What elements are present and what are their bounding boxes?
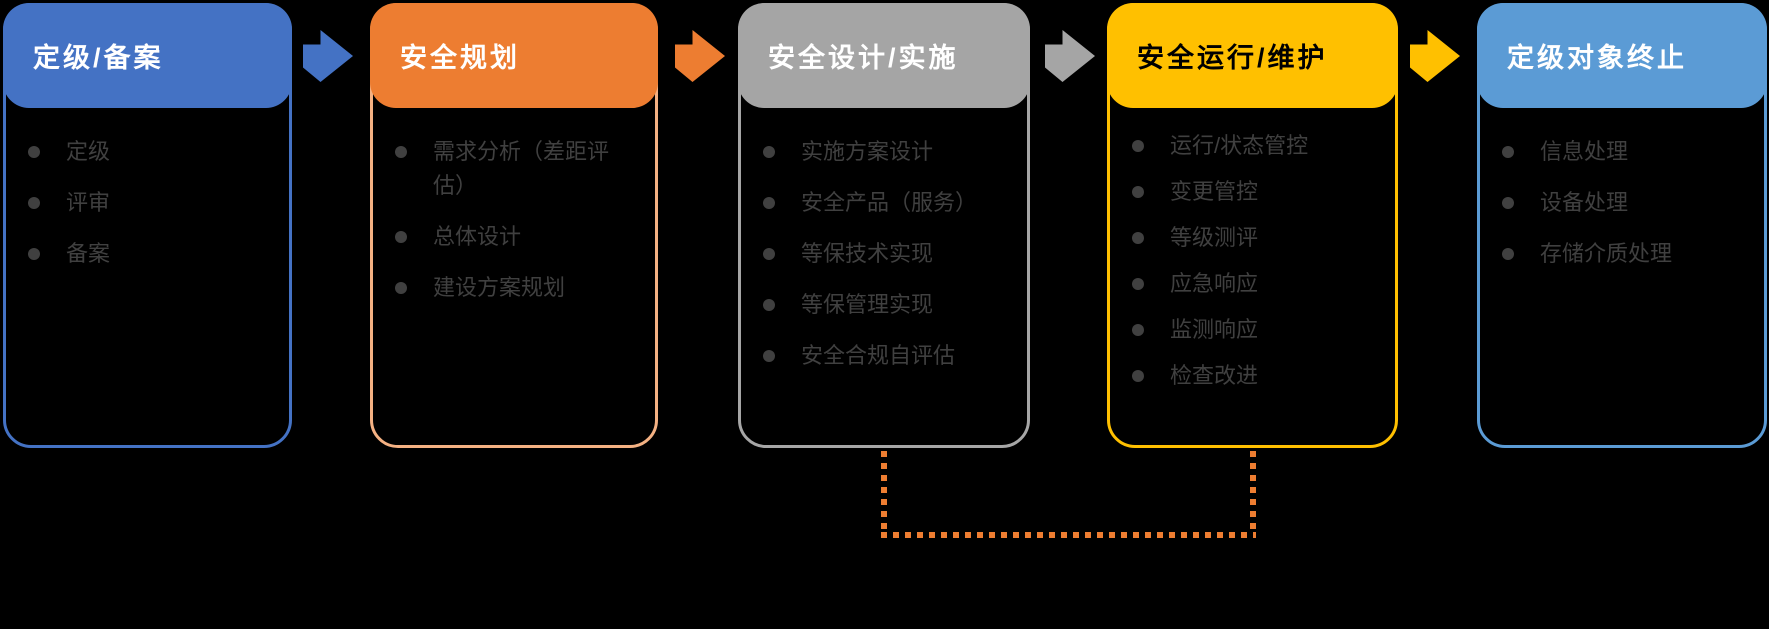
feedback-connector-down-segment [881,451,887,535]
stage-item-list: 信息处理 设备处理 存储介质处理 [1480,135,1764,271]
list-item-label: 存储介质处理 [1540,241,1673,266]
stage-card-5: 定级对象终止 信息处理 设备处理 存储介质处理 [1477,3,1767,448]
list-item: 需求分析（差距评估） [373,135,639,203]
list-item-label: 安全合规自评估 [801,343,956,368]
bullet-icon [763,350,775,362]
bullet-icon [1132,232,1144,244]
bullet-icon [763,299,775,311]
list-item: 运行/状态管控 [1110,129,1379,163]
stage-title: 定级对象终止 [1507,43,1687,73]
list-item-label: 安全产品（服务） [801,190,978,215]
list-item-label: 备案 [66,241,111,266]
bullet-icon [395,146,407,158]
list-item-label: 运行/状态管控 [1170,133,1309,158]
flow-arrow-icon-2 [675,30,725,82]
bullet-icon [1502,197,1514,209]
bullet-icon [1132,370,1144,382]
stage-card-4: 安全运行/维护 运行/状态管控 变更管控 等级测评 应急响应 监测响应 检查改进 [1107,3,1398,448]
list-item: 安全合规自评估 [741,339,1011,373]
list-item-label: 需求分析（差距评估） [433,139,610,198]
stage-header: 安全规划 [370,3,658,108]
list-item-label: 定级 [66,139,111,164]
list-item-label: 等级测评 [1170,225,1259,250]
list-item: 监测响应 [1110,313,1379,347]
list-item-label: 信息处理 [1540,139,1629,164]
list-item-label: 变更管控 [1170,179,1259,204]
list-item: 等保技术实现 [741,237,1011,271]
list-item-label: 监测响应 [1170,317,1259,342]
bullet-icon [763,248,775,260]
list-item: 检查改进 [1110,359,1379,393]
list-item: 实施方案设计 [741,135,1011,169]
stage-item-list: 实施方案设计 安全产品（服务） 等保技术实现 等保管理实现 安全合规自评估 [741,135,1027,373]
stage-item-list: 定级 评审 备案 [6,135,289,271]
stage-header: 定级对象终止 [1477,3,1767,108]
flow-arrow-icon-4 [1410,30,1460,82]
list-item: 变更管控 [1110,175,1379,209]
bullet-icon [763,146,775,158]
list-item-label: 实施方案设计 [801,139,934,164]
list-item: 评审 [6,186,273,220]
feedback-connector-up-segment [1250,451,1256,535]
list-item: 安全产品（服务） [741,186,1011,220]
stage-title: 定级/备案 [33,43,164,73]
stage-title: 安全规划 [400,43,520,73]
stage-title: 安全运行/维护 [1137,43,1328,73]
list-item-label: 评审 [66,190,111,215]
list-item: 总体设计 [373,220,639,254]
list-item: 定级 [6,135,273,169]
stage-card-1: 定级/备案 定级 评审 备案 [3,3,292,448]
list-item-label: 检查改进 [1170,363,1259,388]
stage-item-list: 需求分析（差距评估） 总体设计 建设方案规划 [373,135,655,305]
stage-header: 安全设计/实施 [738,3,1030,108]
list-item: 等级测评 [1110,221,1379,255]
bullet-icon [28,248,40,260]
stage-item-list: 运行/状态管控 变更管控 等级测评 应急响应 监测响应 检查改进 [1110,129,1395,393]
list-item-label: 等保管理实现 [801,292,934,317]
list-item-label: 设备处理 [1540,190,1629,215]
flow-arrow-icon-1 [303,30,353,82]
stage-card-3: 安全设计/实施 实施方案设计 安全产品（服务） 等保技术实现 等保管理实现 安全… [738,3,1030,448]
list-item: 应急响应 [1110,267,1379,301]
list-item: 备案 [6,237,273,271]
bullet-icon [1132,324,1144,336]
list-item-label: 等保技术实现 [801,241,934,266]
bullet-icon [395,231,407,243]
list-item: 信息处理 [1480,135,1748,169]
bullet-icon [395,282,407,294]
flow-arrow-icon-3 [1045,30,1095,82]
list-item: 建设方案规划 [373,271,639,305]
bullet-icon [28,197,40,209]
list-item: 设备处理 [1480,186,1748,220]
list-item-label: 总体设计 [433,224,522,249]
feedback-connector-horizontal-segment [881,532,1256,538]
list-item-label: 应急响应 [1170,271,1259,296]
stage-card-2: 安全规划 需求分析（差距评估） 总体设计 建设方案规划 [370,3,658,448]
stage-header: 安全运行/维护 [1107,3,1398,108]
bullet-icon [28,146,40,158]
bullet-icon [1132,278,1144,290]
stage-header: 定级/备案 [3,3,292,108]
bullet-icon [1132,186,1144,198]
list-item-label: 建设方案规划 [433,275,566,300]
list-item: 存储介质处理 [1480,237,1748,271]
bullet-icon [1132,140,1144,152]
bullet-icon [1502,248,1514,260]
list-item: 等保管理实现 [741,288,1011,322]
stage-title: 安全设计/实施 [768,43,959,73]
bullet-icon [1502,146,1514,158]
bullet-icon [763,197,775,209]
